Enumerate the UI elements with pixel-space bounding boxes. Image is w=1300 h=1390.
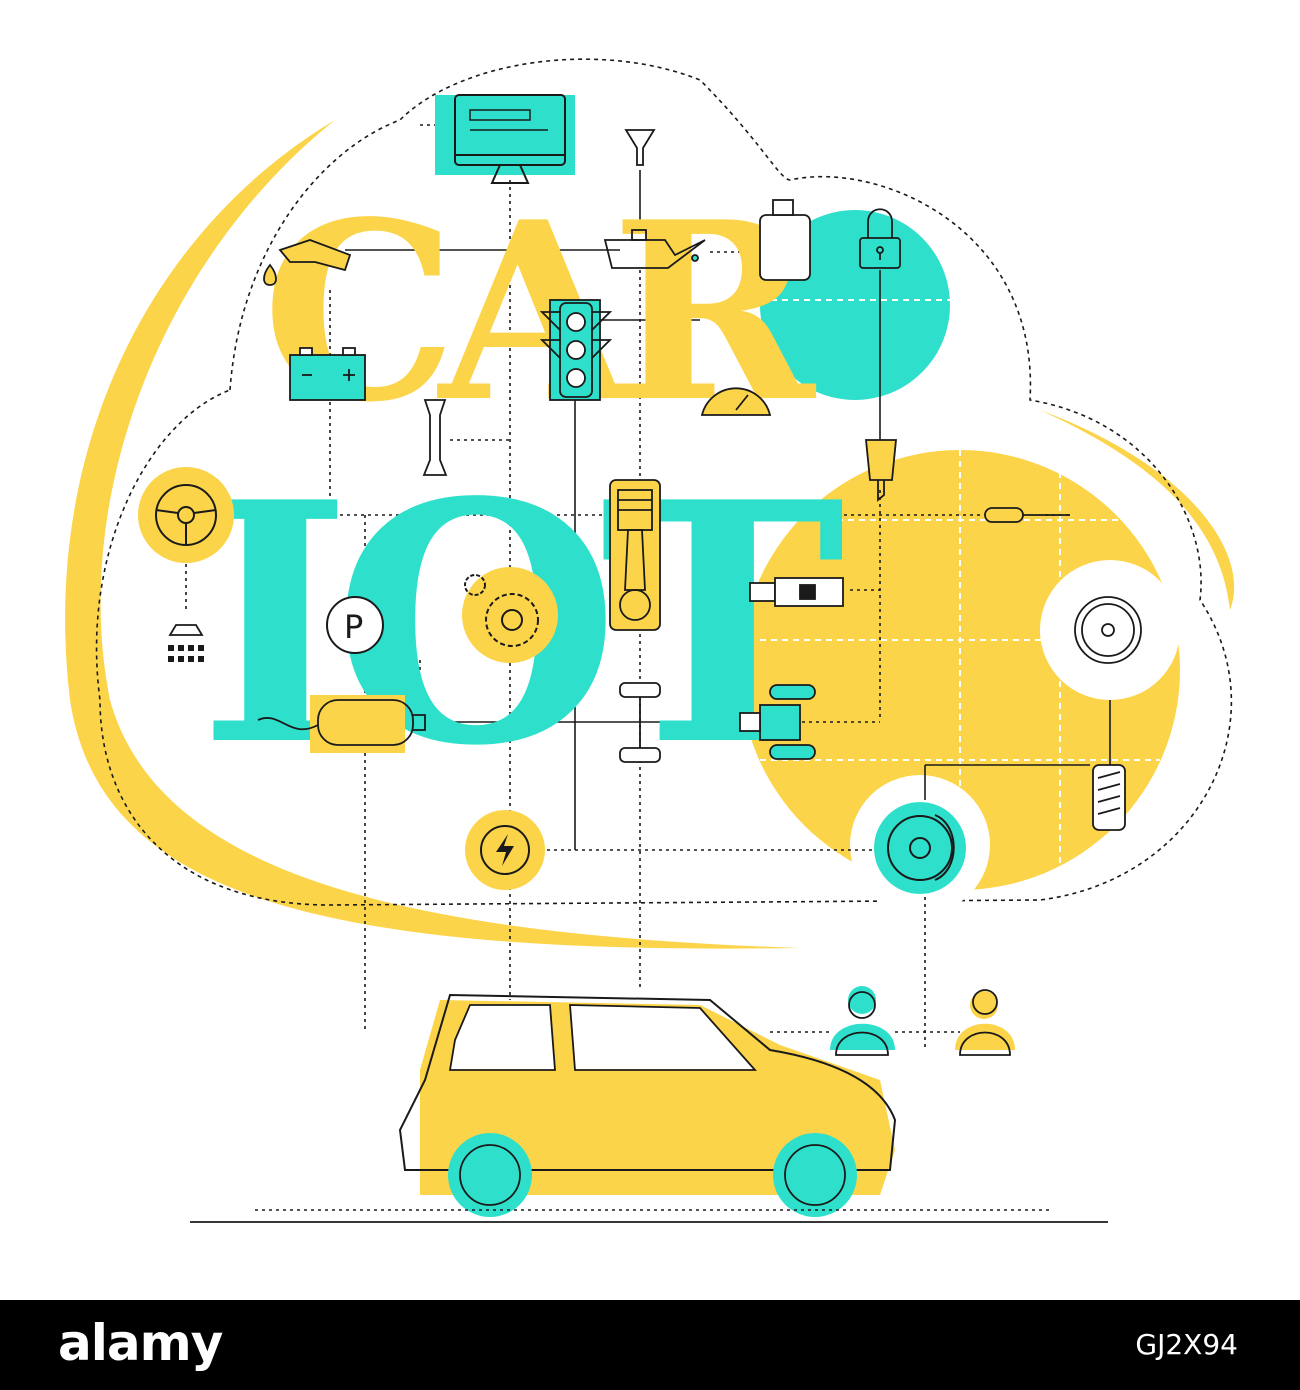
car-iot-illustration: CAR IOT	[65, 58, 1235, 1223]
brand-logo: alamy	[58, 1314, 223, 1372]
axle-icon	[619, 682, 661, 763]
brake-disc-icon	[874, 802, 966, 894]
oil-can-icon	[603, 229, 706, 269]
monitor-icon	[435, 94, 575, 184]
car-icon	[398, 993, 897, 1217]
gears-icon	[462, 567, 558, 663]
car-key-icon	[865, 439, 897, 502]
oil-funnel-icon	[624, 129, 656, 166]
wrench-icon	[422, 399, 448, 476]
footer-bar: alamy GJ2X94	[0, 1300, 1300, 1390]
steering-wheel-icon	[138, 467, 234, 563]
traffic-light-icon	[539, 299, 613, 401]
fuel-nozzle-icon	[263, 239, 352, 286]
image-id-label: GJ2X94	[1135, 1328, 1238, 1361]
cloud-outline	[95, 58, 1233, 906]
speedometer-icon	[700, 387, 772, 416]
woman-user-icon	[830, 986, 895, 1056]
white-circle-wheel	[1040, 560, 1180, 700]
wheel-rim-icon	[1074, 596, 1142, 664]
seat-belt-icon	[749, 577, 844, 607]
tire-tread-icon	[1092, 764, 1126, 831]
exhaust-icon	[257, 695, 426, 753]
transmission-icon	[739, 684, 816, 760]
man-user-icon	[955, 989, 1015, 1056]
battery-icon	[289, 347, 366, 401]
shower-icon	[168, 624, 204, 662]
yellow-swoosh-right	[1040, 410, 1235, 610]
dipstick-icon	[984, 507, 1070, 523]
piston-icon	[609, 479, 661, 631]
canister-icon	[759, 199, 811, 281]
padlock-icon	[859, 208, 901, 269]
svg-text:P: P	[344, 608, 363, 646]
lightning-icon	[465, 810, 545, 890]
parking-icon: P	[326, 596, 384, 654]
